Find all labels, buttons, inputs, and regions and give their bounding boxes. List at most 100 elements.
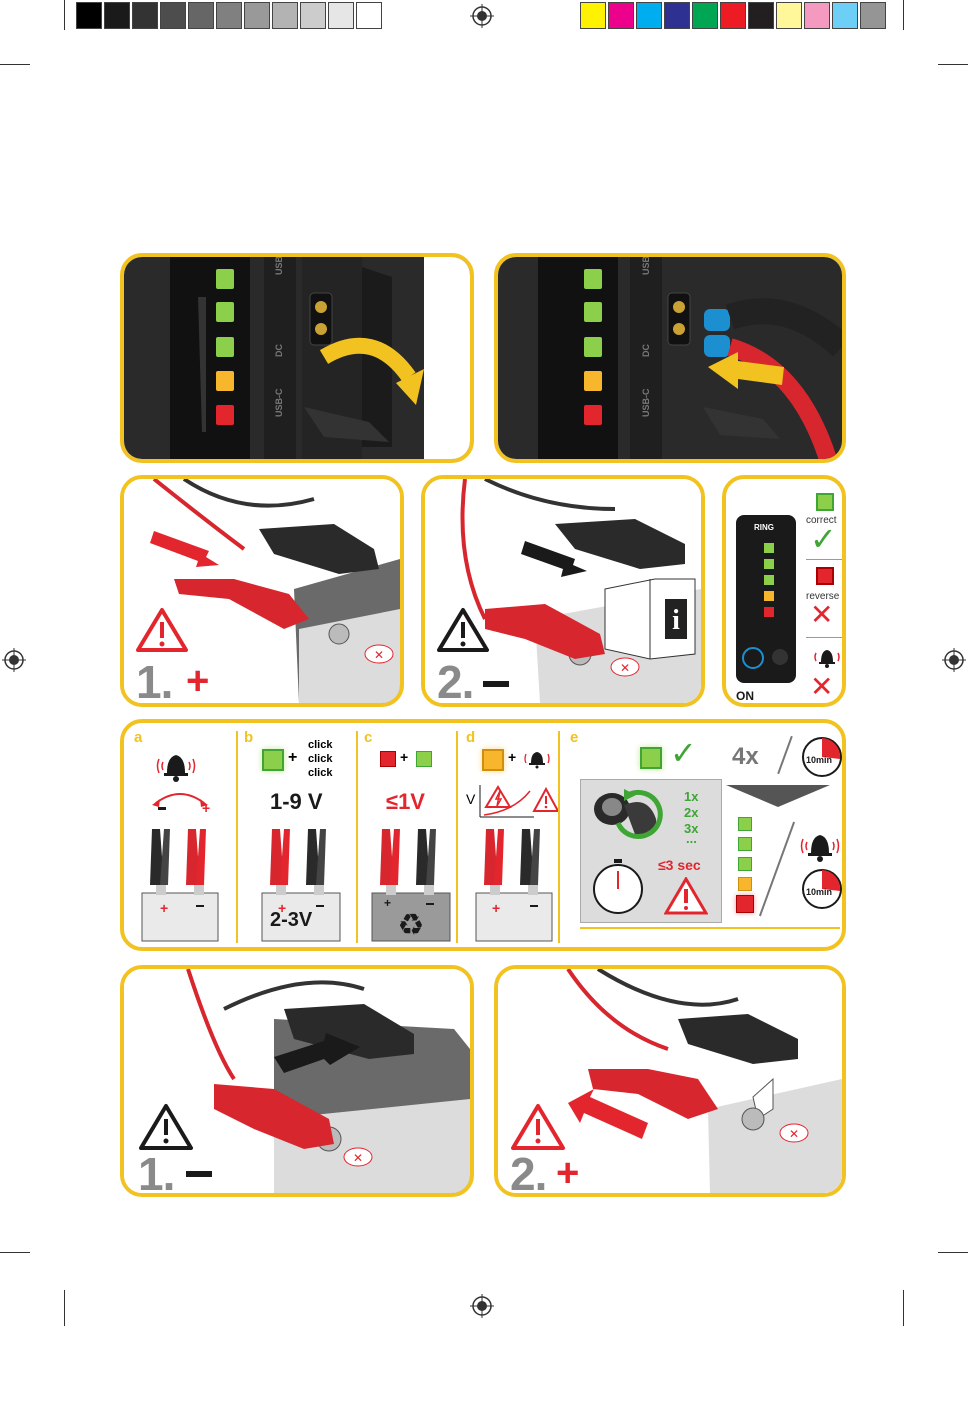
- voltage-warning-graph: [474, 785, 558, 819]
- svg-text:♻: ♻: [398, 908, 425, 943]
- svg-text:✕: ✕: [620, 661, 630, 675]
- panel-connect-positive: ✕ 1. +: [120, 475, 404, 707]
- power-button-press-icon: [588, 785, 664, 855]
- step-number: 1.: [138, 1147, 174, 1197]
- colour-swatch: [328, 2, 354, 29]
- colour-swatch: [804, 2, 830, 29]
- plus-icon: +: [400, 749, 408, 765]
- click-label: click: [308, 767, 332, 779]
- crop-mark: [64, 0, 65, 30]
- colour-swatch: [636, 2, 662, 29]
- minus-icon: [186, 1171, 212, 1177]
- led-red-indicator: [736, 895, 754, 913]
- panel-disconnect-negative: ✕ 1.: [120, 965, 474, 1197]
- divider: [806, 559, 846, 560]
- plus-icon: +: [186, 661, 209, 701]
- colour-swatch: [748, 2, 774, 29]
- checkmark-icon: ✓: [670, 737, 697, 769]
- colour-swatch: [776, 2, 802, 29]
- colour-swatch: [832, 2, 858, 29]
- battery-clamps-icon: +: [474, 819, 554, 943]
- mode-letter-e: e: [570, 729, 578, 746]
- divider: [558, 731, 560, 943]
- brand-logo: RING: [754, 523, 774, 532]
- svg-text:✕: ✕: [374, 648, 384, 662]
- battery-voltage-label: 2-3V: [270, 909, 312, 932]
- led-red-indicator: [816, 567, 834, 585]
- divider: [236, 731, 238, 943]
- power-button[interactable]: [742, 647, 764, 669]
- led-red-indicator: [380, 751, 396, 767]
- warning-icon: [664, 877, 708, 915]
- svg-text:+: +: [384, 896, 391, 910]
- panel-plug-cable: USB-A DC USB-C: [494, 253, 846, 463]
- grey-scale-bar: [76, 2, 386, 29]
- svg-text:+: +: [160, 900, 168, 916]
- crop-mark: [903, 1290, 904, 1326]
- click-label: click: [308, 753, 332, 765]
- push-arrow-icon: [568, 1089, 648, 1139]
- led-green-indicator: [738, 857, 752, 871]
- led-indicator: [764, 575, 774, 585]
- mode-letter-a: a: [134, 729, 142, 746]
- press-count-more: ...: [686, 831, 697, 846]
- panel-status-indicators: RING ON correct ✓ reverse ✕ ✕: [722, 475, 846, 707]
- svg-text:+: +: [202, 800, 210, 813]
- led-green-indicator: [816, 493, 834, 511]
- port-label-usb-c: USB-C: [641, 389, 651, 418]
- stopwatch-icon: [590, 855, 646, 915]
- cross-icon: ✕: [810, 671, 833, 703]
- led-indicator: [764, 543, 774, 553]
- crop-mark: [0, 1252, 30, 1253]
- timer-label: 10min: [806, 755, 832, 765]
- led-green-indicator: [262, 749, 284, 771]
- colour-swatch: [132, 2, 158, 29]
- timer-label: 10min: [806, 887, 832, 897]
- colour-swatch: [860, 2, 886, 29]
- panel-connect-negative: ✕ i 2.: [421, 475, 705, 707]
- hold-time-label: ≤3 sec: [658, 857, 701, 873]
- colour-swatch: [664, 2, 690, 29]
- port-label-dc: DC: [274, 344, 284, 357]
- registration-mark-right: [942, 648, 966, 672]
- colour-swatch: [692, 2, 718, 29]
- cross-icon: ✕: [810, 599, 833, 631]
- warning-icon: [437, 607, 489, 653]
- plus-icon: +: [288, 749, 297, 767]
- alarm-bell-icon: [154, 749, 198, 783]
- swap-arrow-icon: +: [144, 785, 216, 813]
- click-label: click: [308, 739, 332, 751]
- step-number: 1.: [136, 655, 172, 707]
- led-green-indicator: [738, 837, 752, 851]
- mode-letter-b: b: [244, 729, 253, 746]
- colour-swatch: [244, 2, 270, 29]
- led-green-indicator: [640, 747, 662, 769]
- plus-icon: +: [508, 749, 516, 765]
- battery-recycle-icon: +♻: [368, 819, 454, 943]
- crop-mark: [938, 1252, 968, 1253]
- checkmark-icon: ✓: [810, 523, 837, 555]
- divider: [806, 637, 846, 638]
- low-voltage-label: ≤1V: [386, 789, 425, 815]
- divider: [456, 731, 458, 943]
- led-green-indicator: [416, 751, 432, 767]
- press-count-1: 1x: [684, 789, 698, 804]
- colour-swatch: [76, 2, 102, 29]
- colour-swatch: [160, 2, 186, 29]
- alarm-bell-icon: [522, 749, 552, 769]
- svg-text:+: +: [492, 900, 500, 916]
- warning-icon: [138, 1103, 194, 1151]
- port-label-usb-c: USB-C: [274, 389, 284, 418]
- port-label-dc: DC: [641, 344, 651, 357]
- process-colour-bar: [580, 2, 890, 29]
- press-count-2: 2x: [684, 805, 698, 820]
- colour-swatch: [356, 2, 382, 29]
- panel-disconnect-positive: ✕ 2. +: [494, 965, 846, 1197]
- divider: [759, 822, 795, 917]
- repeat-count-label: 4x: [732, 743, 759, 771]
- voltage-range-label: 1-9 V: [270, 789, 323, 815]
- registration-mark-left: [2, 648, 26, 672]
- alarm-bell-icon: [812, 645, 842, 669]
- crop-mark: [64, 1290, 65, 1326]
- colour-swatch: [188, 2, 214, 29]
